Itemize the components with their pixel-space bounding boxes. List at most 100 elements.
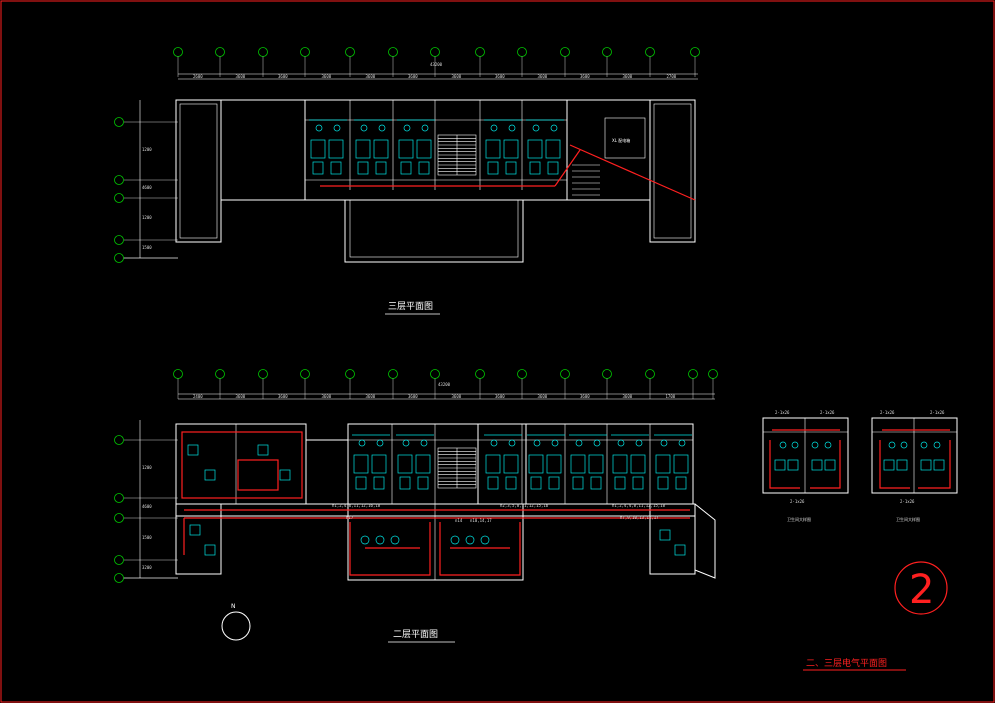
axis-bubble	[388, 369, 398, 379]
dimension-text: 3600	[495, 74, 505, 79]
dimension-text: 3600	[408, 394, 418, 399]
axis-bubble	[114, 555, 124, 565]
upper-plan-title: 三层平面图	[388, 301, 433, 312]
toilet-detail-right: 2-1x26 2-1x26 2-1x26 卫生间大样图	[871, 410, 958, 522]
axis-bubble	[517, 369, 527, 379]
dimension-text: 1700	[666, 394, 676, 399]
dimension-text: 2400	[193, 394, 203, 399]
third-floor-plan: 43200 2600 3600 3600 3600 3600 3600 3600 3600 36…	[114, 47, 700, 315]
axis-bubble	[475, 47, 485, 57]
circuit-label: n10,14,17	[470, 518, 492, 523]
circuit-label: n14	[455, 518, 463, 523]
circuit-label: n1,2,4,6,11,12,16,18	[332, 503, 381, 508]
dimension-text: 2700	[667, 74, 677, 79]
dimension-text: 3600	[452, 394, 462, 399]
axis-bubble	[114, 513, 124, 523]
axis-bubble	[560, 369, 570, 379]
dimension-text: 3600	[236, 74, 246, 79]
axis-bubble	[430, 47, 440, 57]
svg-text:2-1x26: 2-1x26	[775, 410, 790, 415]
svg-text:2-1x26: 2-1x26	[900, 499, 915, 504]
dimension-text: 3600	[495, 394, 505, 399]
svg-text:2-1x26: 2-1x26	[790, 499, 805, 504]
axis-bubble	[215, 369, 225, 379]
axis-bubble	[688, 369, 698, 379]
dimension-text: 2600	[193, 74, 203, 79]
sheet-number: 2	[909, 567, 934, 613]
dimension-text: 3600	[278, 74, 288, 79]
sheet-number-circle	[894, 561, 948, 615]
axis-bubble	[560, 47, 570, 57]
axis-bubble	[300, 369, 310, 379]
axis-bubble	[114, 117, 124, 127]
lower-total-dim: 43200	[438, 382, 451, 387]
dimension-text: 3600	[538, 394, 548, 399]
side-dimension: 4600	[142, 504, 152, 509]
dimension-text: 3600	[278, 394, 288, 399]
dimension-text: 3600	[452, 74, 462, 79]
dimension-text: 3600	[236, 394, 246, 399]
dimension-text: 3600	[322, 394, 332, 399]
axis-bubble	[430, 369, 440, 379]
axis-bubble	[645, 369, 655, 379]
circuit-label: n2,3,5,8,11,12,15,16	[500, 503, 549, 508]
axis-bubble	[345, 369, 355, 379]
axis-bubble	[345, 47, 355, 57]
side-dimension: 1500	[142, 245, 152, 250]
dimension-text: 3600	[366, 394, 376, 399]
axis-bubble	[114, 573, 124, 583]
axis-bubble	[645, 47, 655, 57]
toilet-detail-left: 2-1x26 2-1x26 2-1x26 卫生间大样图	[762, 410, 849, 522]
axis-bubble	[517, 47, 527, 57]
drawing-title: 二、三层电气平面图	[806, 657, 887, 669]
axis-bubble	[114, 493, 124, 503]
svg-text:2-1x26: 2-1x26	[880, 410, 895, 415]
svg-text:2-1x26: 2-1x26	[930, 410, 945, 415]
north-arrow: N	[221, 603, 251, 641]
axis-bubble	[173, 369, 183, 379]
axis-bubble	[708, 369, 718, 379]
svg-text:XL 配电箱: XL 配电箱	[612, 137, 630, 143]
axis-bubble	[114, 193, 124, 203]
axis-bubble	[690, 47, 700, 57]
axis-bubble	[114, 435, 124, 445]
lower-plan-title: 二层平面图	[393, 629, 438, 640]
axis-bubble	[300, 47, 310, 57]
svg-text:N: N	[231, 603, 236, 610]
axis-bubble	[388, 47, 398, 57]
axis-bubble	[258, 369, 268, 379]
dimension-text: 3600	[322, 74, 332, 79]
detail-left-title: 卫生间大样图	[787, 516, 811, 522]
side-dimension: 3200	[142, 565, 152, 570]
svg-text:2-1x26: 2-1x26	[820, 410, 835, 415]
side-dimension: 4600	[142, 185, 152, 190]
side-dimension: 1200	[142, 465, 152, 470]
dimension-text: 3600	[623, 394, 633, 399]
axis-bubble	[114, 175, 124, 185]
dimension-text: 3600	[366, 74, 376, 79]
axis-bubble	[114, 235, 124, 245]
side-dimension: 1500	[142, 535, 152, 540]
axis-bubble	[602, 369, 612, 379]
dimension-text: 3600	[538, 74, 548, 79]
dimension-text: 3600	[580, 394, 590, 399]
second-floor-plan: 43200 2400 3600 3600 3600 3600 3600 3600 3600 36…	[114, 369, 718, 643]
circuit-label: n7,9,10,13,14,17	[620, 515, 659, 520]
circuit-label: n17	[346, 515, 354, 520]
dimension-text: 3600	[580, 74, 590, 79]
axis-bubble	[173, 47, 183, 57]
side-dimension: 1200	[142, 215, 152, 220]
detail-right-title: 卫生间大样图	[896, 516, 920, 522]
side-dimension: 1200	[142, 147, 152, 152]
dimension-text: 3600	[408, 74, 418, 79]
axis-bubble	[258, 47, 268, 57]
circuit-label: n1,2,4,4,8,11,12,15,18	[612, 503, 666, 508]
axis-bubble	[215, 47, 225, 57]
dimension-text: 3600	[623, 74, 633, 79]
upper-total-dim: 43200	[430, 62, 443, 67]
axis-bubble	[114, 253, 124, 263]
axis-bubble	[475, 369, 485, 379]
axis-bubble	[602, 47, 612, 57]
